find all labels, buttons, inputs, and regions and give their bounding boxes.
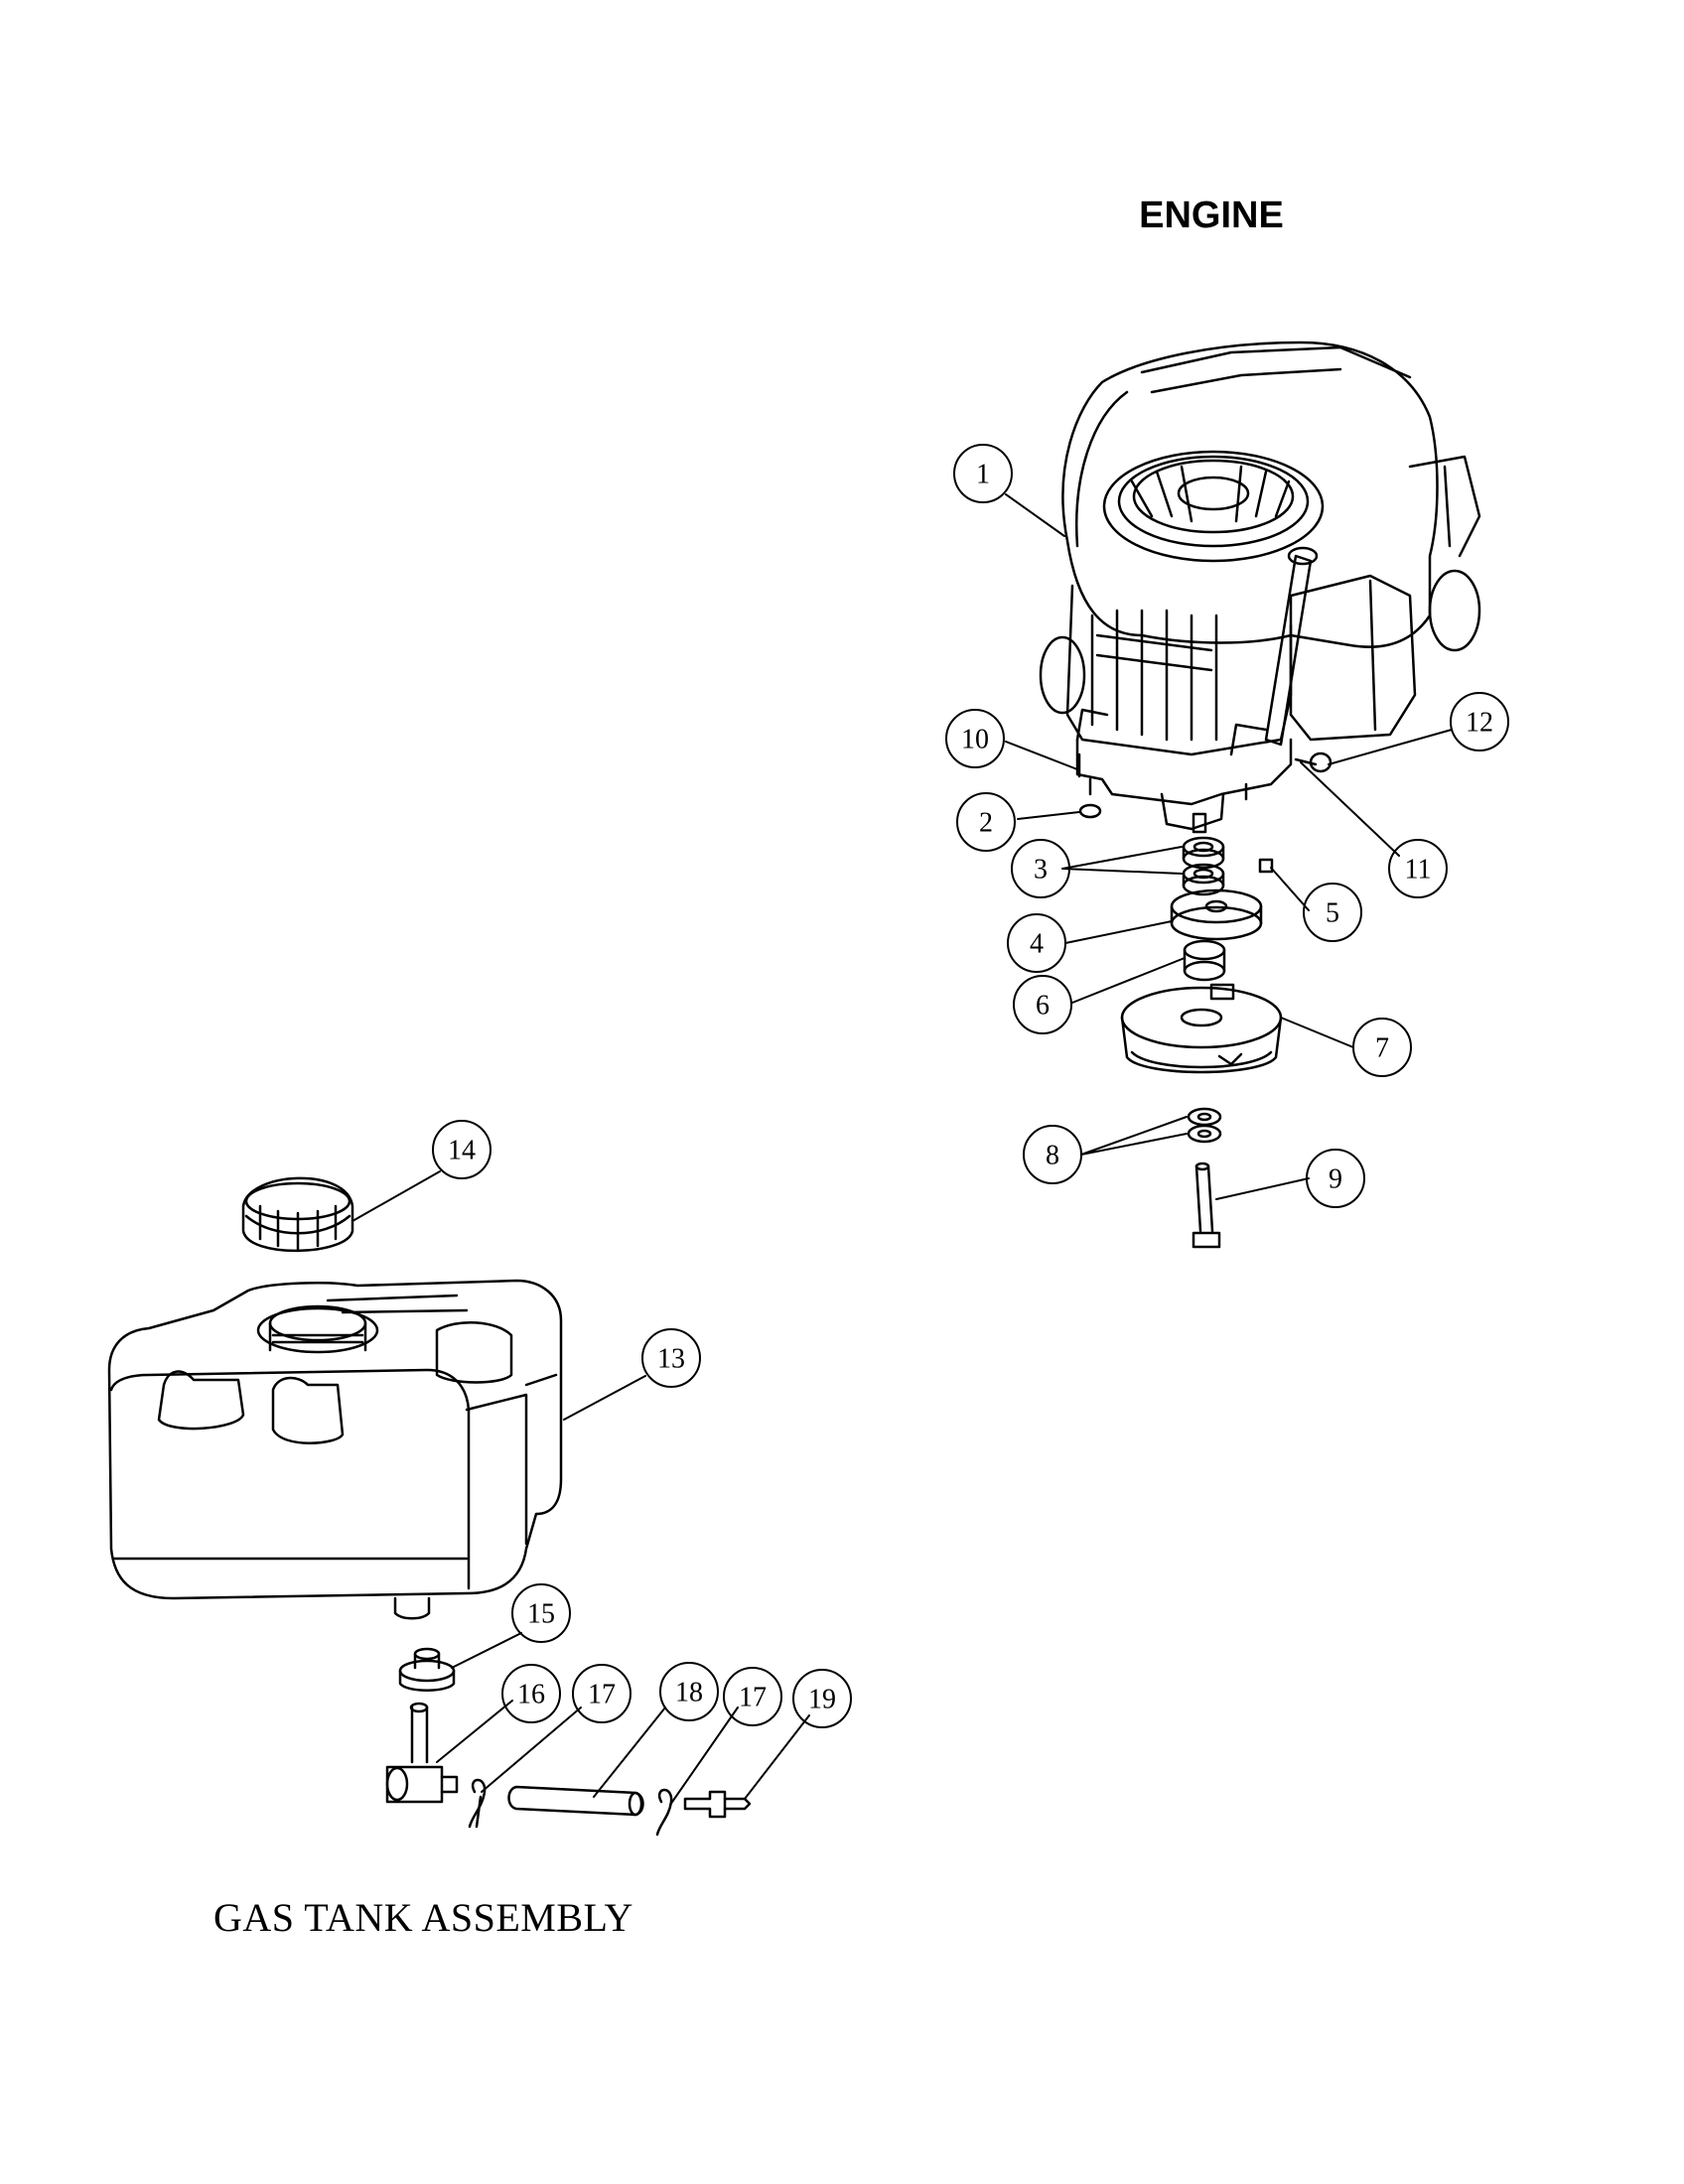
callout-18: 18 [675, 1678, 703, 1708]
callout-9: 9 [1329, 1164, 1342, 1195]
callout-15: 15 [527, 1599, 555, 1630]
gas-tank-drawing [107, 1176, 563, 1620]
callout-17-b: 17 [739, 1683, 767, 1713]
gas-tank-leader-lines [351, 1170, 810, 1806]
callout-19: 19 [808, 1685, 836, 1715]
engine-title: ENGINE [1139, 195, 1284, 236]
callout-4: 4 [1030, 929, 1044, 960]
callout-2: 2 [979, 808, 993, 839]
callout-12: 12 [1466, 708, 1493, 739]
callout-17-a: 17 [588, 1680, 616, 1710]
callout-3: 3 [1034, 855, 1048, 886]
gas-tank-title: GAS TANK ASSEMBLY [213, 1895, 633, 1940]
engine-hardware [1077, 751, 1333, 1249]
callout-7: 7 [1375, 1033, 1389, 1064]
callout-8: 8 [1046, 1141, 1059, 1171]
callout-6: 6 [1036, 991, 1050, 1022]
callout-1: 1 [976, 460, 990, 490]
callout-14: 14 [448, 1136, 476, 1166]
callout-11: 11 [1405, 855, 1432, 886]
callout-5: 5 [1326, 898, 1339, 929]
callout-16: 16 [517, 1680, 545, 1710]
callout-13: 13 [657, 1344, 685, 1375]
callout-numbers: 1 2 3 5 4 6 7 8 9 10 11 12 13 14 15 16 1… [448, 460, 1493, 1715]
engine-leader-lines [1005, 493, 1453, 1200]
engine-drawing [1039, 341, 1481, 834]
callout-circles [432, 444, 1509, 1728]
callout-10: 10 [961, 725, 989, 755]
